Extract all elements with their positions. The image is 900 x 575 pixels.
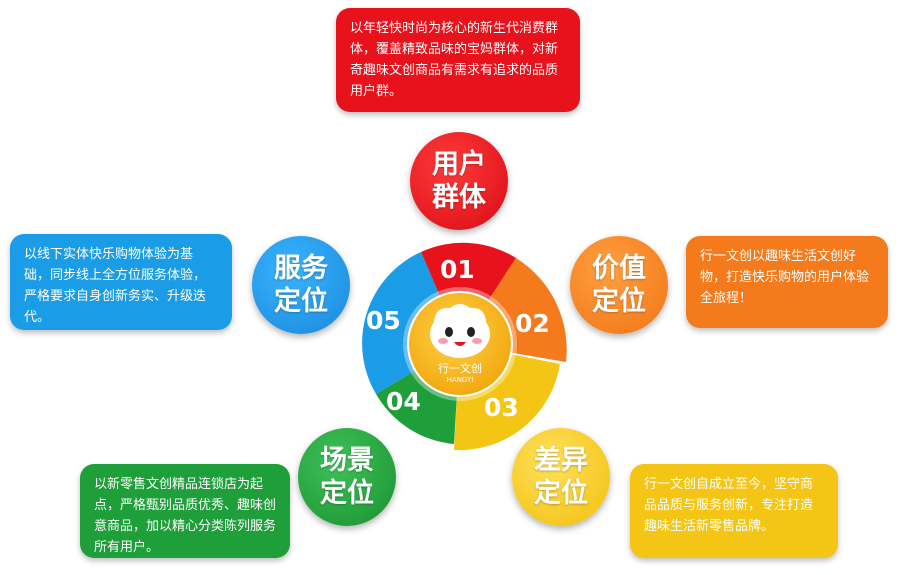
service-positioning-circle: 服务 定位 [252, 236, 350, 334]
difference-positioning-description: 行一文创自成立至今，坚守商品品质与服务创新，专注打造趣味生活新零售品牌。 [630, 464, 838, 558]
difference-positioning-title-line1: 差异 [534, 445, 588, 476]
wheel-label-04: 04 [386, 387, 421, 416]
user-group-circle: 用户 群体 [410, 132, 508, 230]
mascot-icon [430, 304, 490, 358]
wheel-label-05: 05 [366, 306, 401, 335]
user-group-title-line1: 用户 [432, 149, 486, 180]
scene-positioning-title-line2: 定位 [320, 478, 374, 509]
user-group-title-line2: 群体 [432, 182, 486, 213]
scene-positioning-title-line1: 场景 [320, 445, 374, 476]
value-positioning-title-line2: 定位 [592, 286, 646, 317]
logo-sub: HANGYI [447, 376, 474, 384]
wheel-label-02: 02 [515, 309, 550, 338]
logo-name: 行一文创 [438, 361, 482, 375]
service-positioning-title-line1: 服务 [274, 253, 328, 284]
wheel-label-03: 03 [484, 393, 519, 422]
wheel-label-01: 01 [440, 255, 475, 284]
difference-positioning-circle: 差异 定位 [512, 428, 610, 526]
scene-positioning-circle: 场景 定位 [298, 428, 396, 526]
wheel-svg: 01 02 03 04 05 行一文创 HANGYI [362, 242, 567, 451]
user-group-description: 以年轻快时尚为核心的新生代消费群体，覆盖精致品味的宝妈群体，对新奇趣味文创商品有… [336, 8, 580, 112]
difference-positioning-title-line2: 定位 [534, 478, 588, 509]
value-positioning-circle: 价值 定位 [570, 236, 668, 334]
value-positioning-description: 行一文创以趣味生活文创好物，打造快乐购物的用户体验全旅程！ [686, 236, 888, 328]
value-positioning-title-line1: 价值 [592, 253, 646, 284]
center-wheel: 01 02 03 04 05 行一文创 HANGYI [350, 234, 570, 454]
service-positioning-description: 以线下实体快乐购物体验为基础，同步线上全方位服务体验，严格要求自身创新务实、升级… [10, 234, 232, 330]
scene-positioning-description: 以新零售文创精品连锁店为起点，严格甄别品质优秀、趣味创意商品，加以精心分类陈列服… [80, 464, 290, 558]
service-positioning-title-line2: 定位 [274, 286, 328, 317]
